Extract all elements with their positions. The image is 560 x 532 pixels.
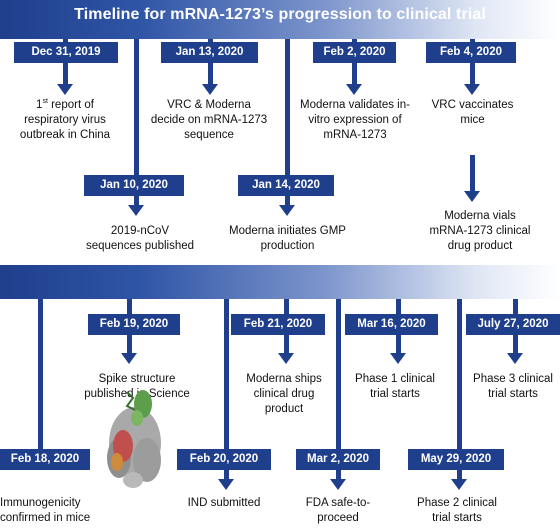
event-description: VRC & Moderna decide on mRNA-1273 sequen… (144, 98, 274, 143)
event-text: 2019-nCoV (110, 225, 170, 237)
connector-line (224, 299, 229, 449)
arrow-down-icon (218, 479, 234, 490)
connector-line (285, 39, 290, 209)
connector-line (457, 299, 462, 449)
event-text: VRC & Moderna (167, 99, 251, 111)
connector-line (470, 63, 475, 85)
date-label: July 27, 2020 (466, 314, 560, 335)
event-text: sequences published (85, 240, 195, 252)
event-description: 1st report of respiratory virus outbreak… (5, 98, 125, 143)
ordinal-suffix: st (42, 98, 48, 106)
event-text: Moderna ships (246, 373, 322, 385)
event-text: trial starts (488, 388, 538, 400)
event-text: IND submitted (187, 497, 261, 509)
connector-line (352, 63, 357, 85)
event-text: product (264, 403, 304, 415)
event-text: Spike structure (98, 373, 176, 385)
date-label: Feb 21, 2020 (231, 314, 325, 335)
date-label: Jan 10, 2020 (84, 175, 184, 196)
event-text: Moderna validates in- (300, 99, 410, 111)
arrow-down-icon (57, 84, 73, 95)
protein-red-domain (111, 430, 133, 471)
arrow-down-icon (279, 205, 295, 216)
event-description: Immunogenicity confirmed in mice (0, 496, 96, 526)
event-text: mice (460, 114, 485, 126)
arrow-down-icon (330, 479, 346, 490)
arrow-down-icon (390, 353, 406, 364)
protein-green-domain (125, 390, 152, 426)
section-band (0, 265, 560, 299)
arrow-down-icon (346, 84, 362, 95)
date-label: Dec 31, 2019 (14, 42, 118, 63)
event-text: decide on mRNA-1273 (150, 114, 268, 126)
date-label: Jan 14, 2020 (238, 175, 334, 196)
event-text: vitro expression of (308, 114, 402, 126)
event-text: proceed (317, 512, 359, 524)
event-description: 2019-nCoV sequences published (80, 224, 200, 254)
event-description: Phase 3 clinical trial starts (466, 372, 560, 402)
arrow-down-icon (464, 191, 480, 202)
date-label: Feb 18, 2020 (0, 449, 90, 470)
date-label: Mar 16, 2020 (345, 314, 438, 335)
event-text: 1 (36, 99, 43, 111)
event-text: sequence (184, 129, 234, 141)
arrow-down-icon (128, 205, 144, 216)
event-text: Moderna initiates GMP (229, 225, 346, 237)
event-description: VRC vaccinates mice (420, 98, 525, 128)
date-label: Jan 13, 2020 (161, 42, 258, 63)
arrow-down-icon (507, 353, 523, 364)
date-label: Feb 19, 2020 (88, 314, 180, 335)
event-text: VRC vaccinates (431, 99, 514, 111)
arrow-down-icon (451, 479, 467, 490)
event-description: Phase 1 clinical trial starts (345, 372, 445, 402)
arrow-down-icon (464, 84, 480, 95)
event-text: trial starts (432, 512, 482, 524)
event-text: respiratory virus (24, 114, 106, 126)
date-label: Feb 4, 2020 (426, 42, 516, 63)
connector-line (208, 63, 213, 85)
event-text: FDA safe-to- (305, 497, 371, 509)
event-text: Phase 2 clinical (417, 497, 497, 509)
connector-line (470, 155, 475, 193)
event-text: outbreak in China (19, 129, 111, 141)
arrow-down-icon (202, 84, 218, 95)
title-band: Timeline for mRNA-1273’s progression to … (0, 0, 560, 39)
connector-line (224, 470, 229, 480)
event-text: confirmed in mice (0, 512, 91, 524)
event-text: production (260, 240, 315, 252)
spike-protein-structure-image (107, 390, 161, 488)
event-description: Moderna validates in- vitro expression o… (294, 98, 416, 143)
arrow-down-icon (278, 353, 294, 364)
timeline-title: Timeline for mRNA-1273’s progression to … (74, 6, 486, 23)
event-description: Phase 2 clinical trial starts (405, 496, 509, 526)
connector-line (134, 39, 139, 209)
event-text: mRNA-1273 (323, 129, 387, 141)
date-label: Feb 2, 2020 (313, 42, 396, 63)
event-description: FDA safe-to- proceed (290, 496, 386, 526)
connector-line (457, 470, 462, 480)
connector-line (336, 299, 341, 449)
event-description: IND submitted (174, 496, 274, 511)
event-text: trial starts (370, 388, 420, 400)
event-text: mRNA-1273 clinical (429, 225, 531, 237)
date-label: Mar 2, 2020 (296, 449, 380, 470)
connector-line (336, 470, 341, 480)
event-description: Moderna vials mRNA-1273 clinical drug pr… (420, 209, 540, 254)
date-label: Feb 20, 2020 (177, 449, 271, 470)
event-text: Phase 3 clinical (473, 373, 553, 385)
connector-line (38, 299, 43, 449)
event-description: Moderna ships clinical drug product (234, 372, 334, 417)
event-text: Immunogenicity (0, 497, 81, 509)
date-label: May 29, 2020 (408, 449, 504, 470)
event-description: Moderna initiates GMP production (220, 224, 355, 254)
event-text: Moderna vials (444, 210, 516, 222)
event-text: clinical drug (253, 388, 315, 400)
connector-line (63, 63, 68, 85)
event-text: report of (47, 99, 94, 111)
event-text: Phase 1 clinical (355, 373, 435, 385)
event-text: drug product (447, 240, 513, 252)
arrow-down-icon (121, 353, 137, 364)
